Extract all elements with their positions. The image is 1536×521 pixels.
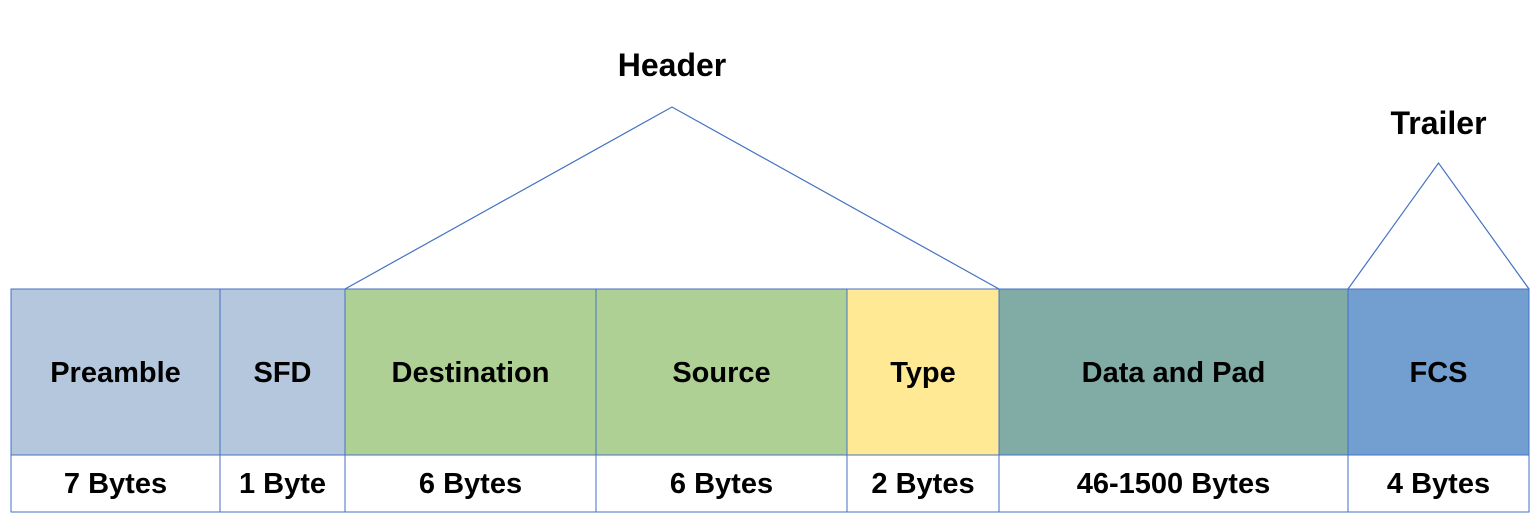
size-box-data	[998, 454, 1349, 513]
field-box-destination	[344, 288, 597, 456]
field-label-preamble: Preamble	[50, 357, 181, 389]
size-label-sfd: 1 Byte	[239, 468, 326, 500]
frame-fields: Preamble SFD Destination Source Type Data and…	[10, 288, 1530, 456]
size-box-preamble	[10, 454, 221, 513]
size-label-preamble: 7 Bytes	[64, 468, 167, 500]
size-box-sfd	[219, 454, 346, 513]
field-label-destination: Destination	[392, 357, 550, 389]
field-box-preamble	[10, 288, 221, 456]
field-box-sfd	[219, 288, 346, 456]
field-box-fcs	[1347, 288, 1530, 456]
header-peak-lines	[344, 106, 1000, 290]
size-label-data: 46-1500 Bytes	[1077, 468, 1270, 500]
field-box-data	[998, 288, 1349, 456]
field-sizes: 7 Bytes 1 Byte 6 Bytes 6 Bytes 2 Bytes 46-150…	[10, 454, 1530, 513]
size-box-type	[846, 454, 1000, 513]
field-box-source	[595, 288, 848, 456]
field-label-data: Data and Pad	[1082, 357, 1266, 389]
size-box-destination	[344, 454, 597, 513]
size-label-fcs: 4 Bytes	[1387, 468, 1490, 500]
size-label-type: 2 Bytes	[871, 468, 974, 500]
field-box-type	[846, 288, 1000, 456]
field-label-sfd: SFD	[254, 357, 312, 389]
header-label: Header	[618, 47, 727, 83]
size-label-source: 6 Bytes	[670, 468, 773, 500]
size-box-fcs	[1347, 454, 1530, 513]
field-label-fcs: FCS	[1410, 357, 1468, 389]
field-label-source: Source	[672, 357, 770, 389]
trailer-label: Trailer	[1390, 105, 1486, 141]
trailer-peak-lines	[1347, 161, 1530, 290]
size-label-destination: 6 Bytes	[419, 468, 522, 500]
field-label-type: Type	[890, 357, 956, 389]
